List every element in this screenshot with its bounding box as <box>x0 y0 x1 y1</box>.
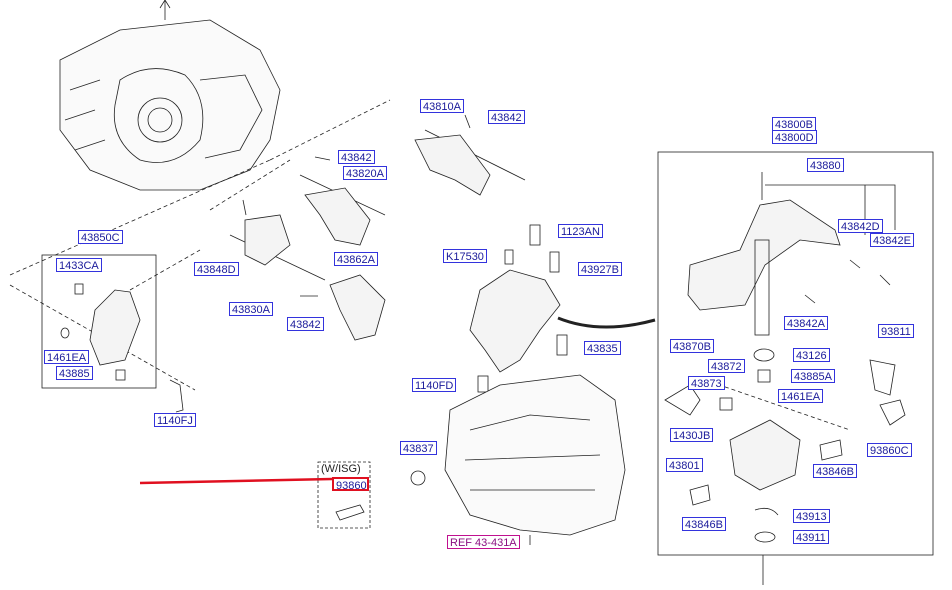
callout-43842[interactable]: 43842 <box>488 110 525 124</box>
shift-lever-assembly <box>664 172 906 585</box>
callout-1140FJ[interactable]: 1140FJ <box>154 413 196 427</box>
callout-43842E[interactable]: 43842E <box>870 233 914 247</box>
wisg-frame <box>317 461 371 529</box>
callout-43810A[interactable]: 43810A <box>420 99 464 113</box>
callout-43846B[interactable]: 43846B <box>682 517 726 531</box>
red-pointer-arrow <box>139 477 333 485</box>
callout-43126[interactable]: 43126 <box>793 348 830 362</box>
callout-43913[interactable]: 43913 <box>793 509 830 523</box>
callout-43800B[interactable]: 43800B <box>772 117 816 131</box>
callout-43848D[interactable]: 43848D <box>194 262 239 276</box>
callout-93860C[interactable]: 93860C <box>867 443 912 457</box>
callout-K17530[interactable]: K17530 <box>443 249 487 263</box>
callout-1433CA[interactable]: 1433CA <box>56 258 102 272</box>
callout-1461EA[interactable]: 1461EA <box>778 389 824 403</box>
callout-43873[interactable]: 43873 <box>688 376 725 390</box>
callout-43820A[interactable]: 43820A <box>343 166 387 180</box>
shift-control-housing <box>469 224 568 393</box>
callout-43842[interactable]: 43842 <box>287 317 324 331</box>
callout-ref-43-431A[interactable]: REF 43-431A <box>447 535 520 549</box>
connector-curve <box>557 316 656 329</box>
callout-43870B[interactable]: 43870B <box>670 339 714 353</box>
callout-43862A[interactable]: 43862A <box>334 252 378 266</box>
callout-43911[interactable]: 43911 <box>793 530 829 544</box>
shift-rails-group <box>229 114 526 341</box>
callout-93860-highlighted[interactable]: 93860 <box>332 477 369 491</box>
callout-43880[interactable]: 43880 <box>807 158 844 172</box>
callout-43927B[interactable]: 43927B <box>578 262 622 276</box>
callout-43885A[interactable]: 43885A <box>791 369 835 383</box>
callout-1430JB[interactable]: 1430JB <box>670 428 714 442</box>
callout-43835[interactable]: 43835 <box>584 341 621 355</box>
wisg-caption: (W/ISG) <box>321 463 361 475</box>
callout-43801[interactable]: 43801 <box>666 458 703 472</box>
callout-43837[interactable]: 43837 <box>400 441 437 455</box>
callout-43842[interactable]: 43842 <box>338 150 375 164</box>
callout-43800D[interactable]: 43800D <box>772 130 817 144</box>
shift-bracket-part <box>60 283 141 381</box>
isg-sensor-part <box>335 504 365 521</box>
callout-1140FD[interactable]: 1140FD <box>412 378 457 392</box>
right-assembly-frame <box>657 151 934 556</box>
bolt-1140fj <box>169 379 184 413</box>
left-subassembly-frame <box>41 254 157 389</box>
callout-43830A[interactable]: 43830A <box>229 302 273 316</box>
callout-1461EA[interactable]: 1461EA <box>44 350 90 364</box>
callout-43842A[interactable]: 43842A <box>784 316 828 330</box>
callout-43850C[interactable]: 43850C <box>78 230 123 244</box>
callout-43872[interactable]: 43872 <box>708 359 745 373</box>
callout-93811[interactable]: 93811 <box>878 324 914 338</box>
callout-43846B[interactable]: 43846B <box>813 464 857 478</box>
callout-43885[interactable]: 43885 <box>56 366 93 380</box>
callout-43842D[interactable]: 43842D <box>838 219 883 233</box>
callout-1123AN[interactable]: 1123AN <box>558 224 603 238</box>
gearbox-lower-housing <box>410 374 626 545</box>
transmission-case-housing <box>59 0 281 191</box>
